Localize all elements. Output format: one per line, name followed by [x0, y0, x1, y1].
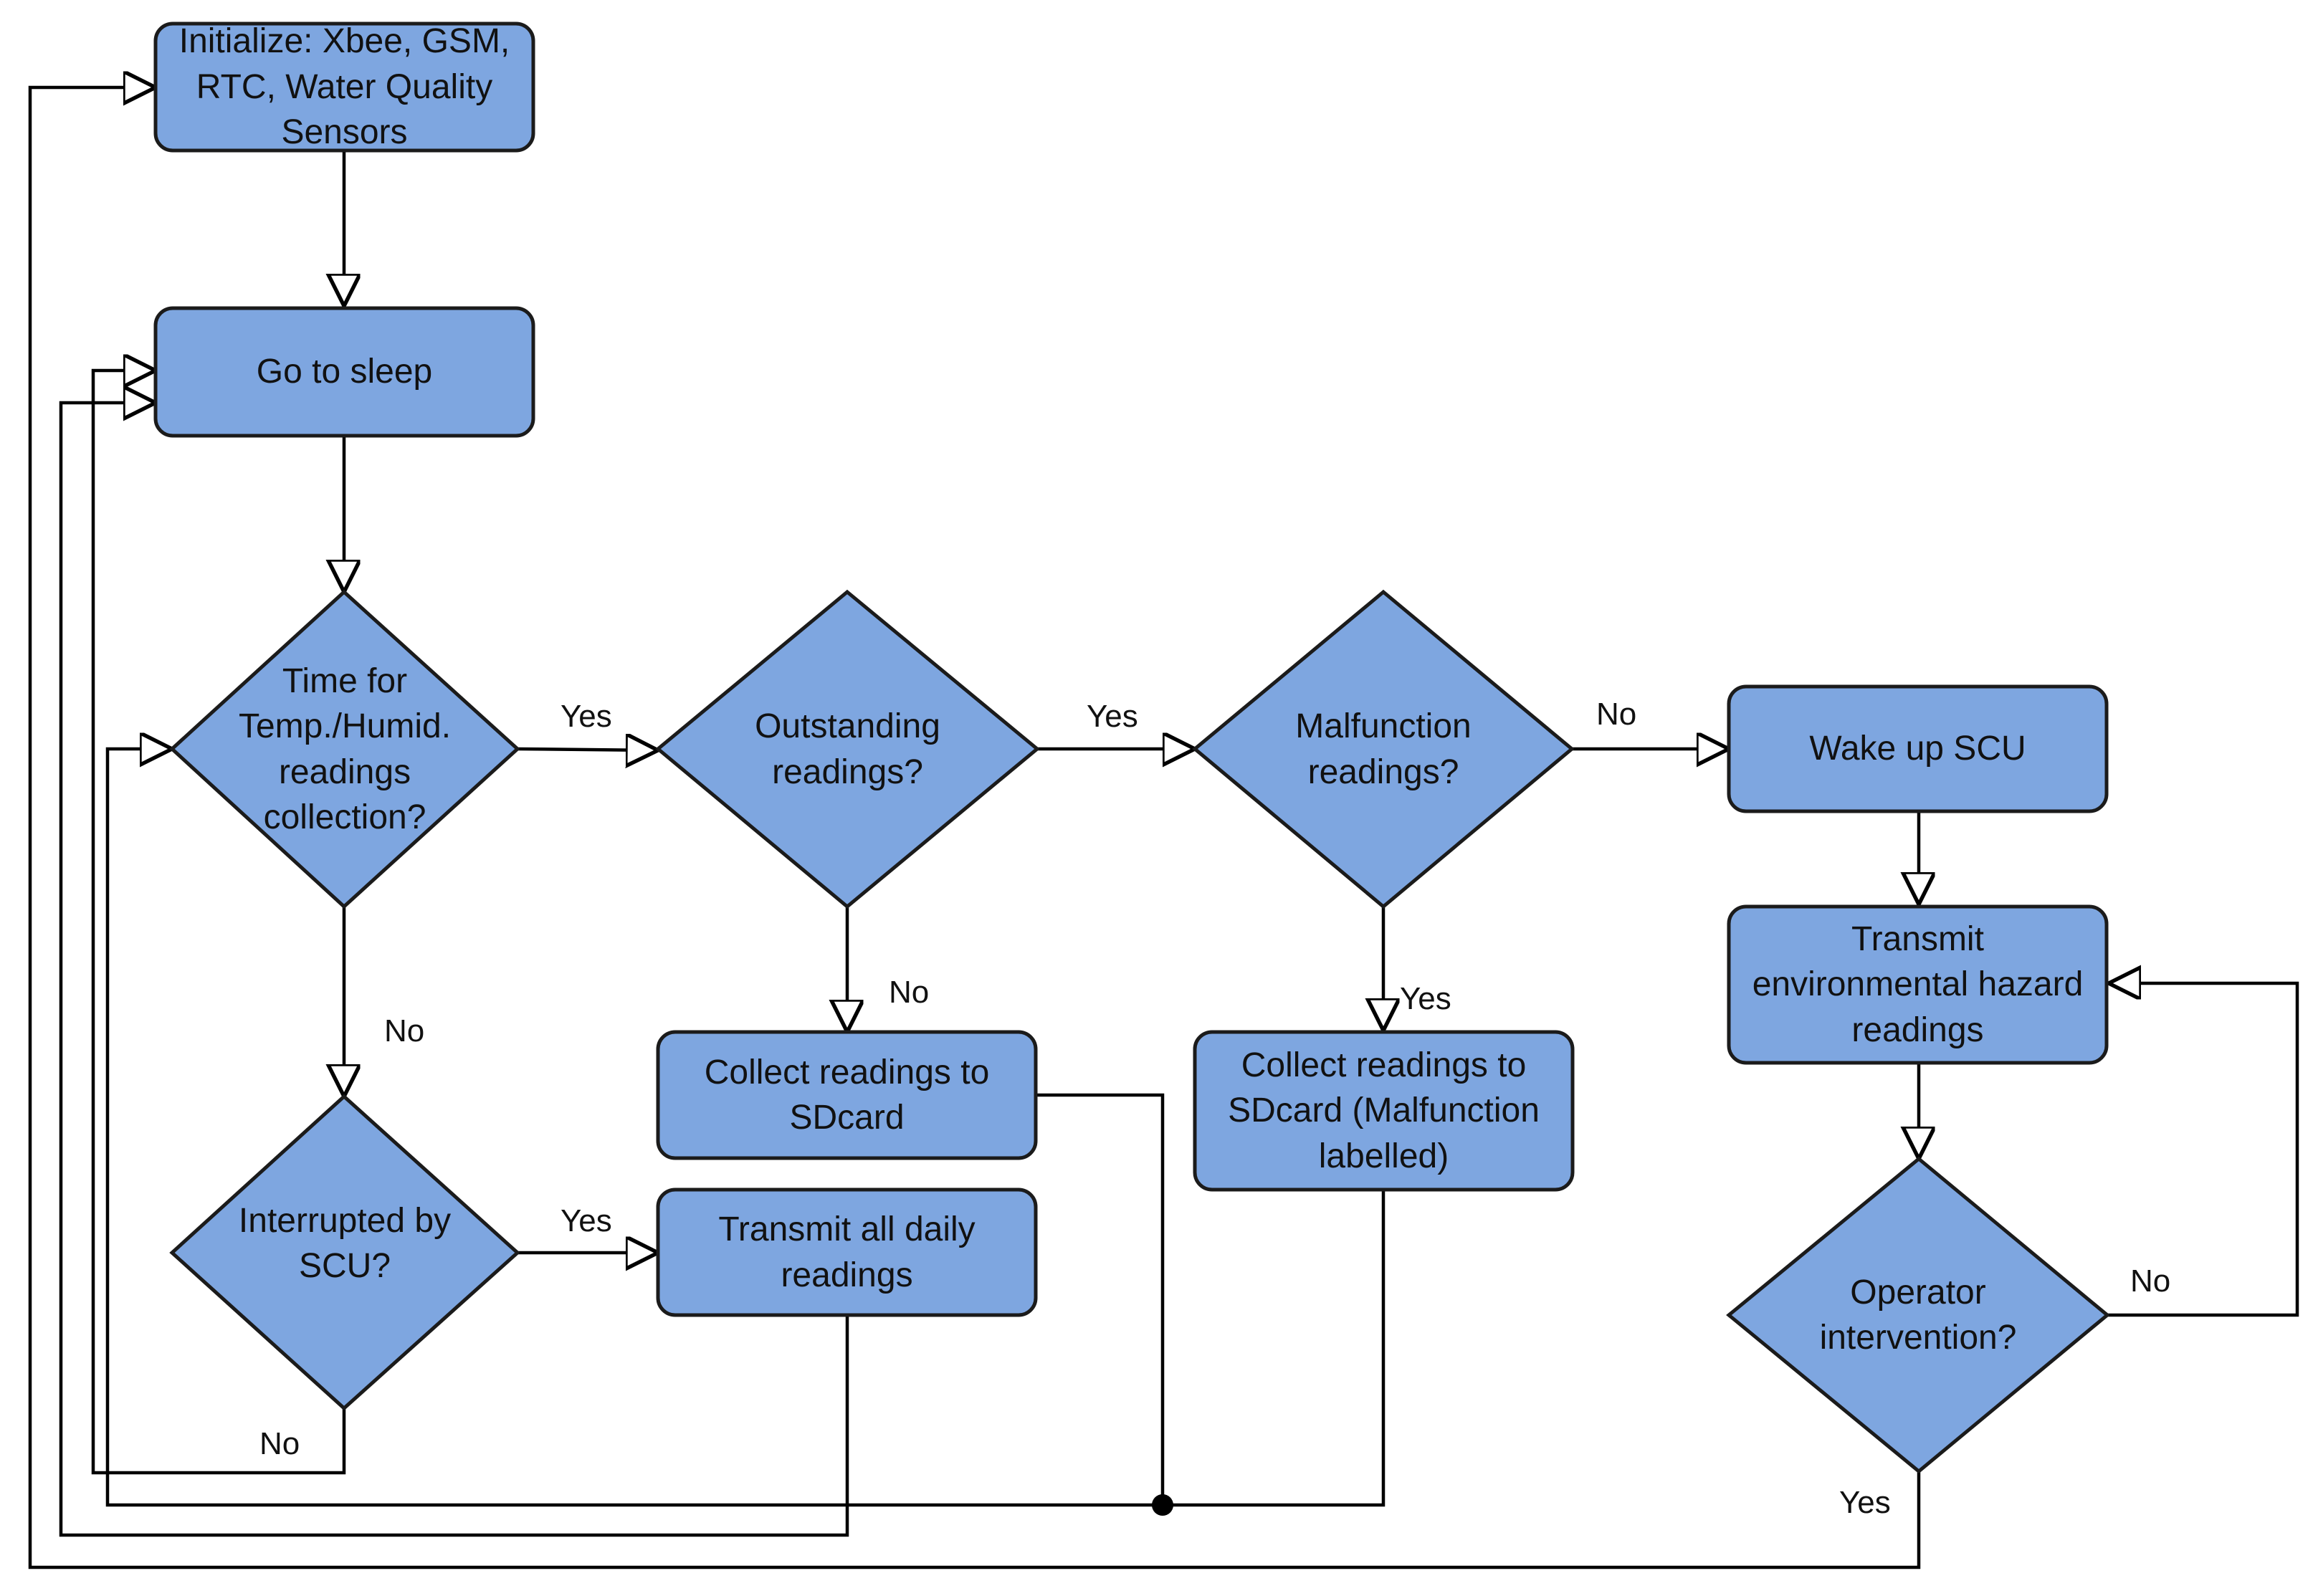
node-collect-sd-shape — [656, 1030, 1038, 1160]
node-wake-scu-text: Wake up SCU — [1809, 730, 2026, 768]
label-operator-no: No — [2130, 1263, 2171, 1299]
label-time-yes: Yes — [561, 699, 612, 734]
node-sleep-text: Go to sleep — [256, 353, 433, 391]
junction-dot — [1152, 1494, 1173, 1516]
node-transmit-hazard-shape — [1727, 904, 2109, 1065]
edge-collect-malf-to-time-check — [105, 749, 1386, 1507]
node-operator-shape — [1726, 1156, 2110, 1474]
node-interrupted-shape — [169, 1094, 520, 1411]
label-interrupted-yes: Yes — [561, 1203, 612, 1238]
edge-time-yes-to-outstanding — [517, 749, 658, 750]
node-operator-text: Operator intervention? — [1819, 1273, 2017, 1357]
node-malfunction-shape — [1192, 589, 1575, 909]
label-malfunction-no: No — [1596, 697, 1637, 732]
edge-operator-no-to-transmit-hazard — [2107, 983, 2299, 1317]
node-malfunction-text: Malfunction readings? — [1295, 707, 1472, 791]
edge-collect-to-junction — [1037, 1093, 1165, 1505]
node-sleep-shape — [153, 306, 535, 438]
edge-transmit-daily-to-sleep — [59, 403, 849, 1537]
node-collect-sd-malf-shape — [1193, 1030, 1575, 1192]
node-interrupted-text: Interrupted by SCU? — [238, 1201, 452, 1285]
node-collect-sd-text: Collect readings to SDcard — [704, 1053, 990, 1137]
node-wake-scu-shape — [1727, 684, 2109, 813]
node-collect-sd-malf-text: Collect readings to SDcard (Malfunction … — [1228, 1046, 1540, 1175]
label-outstanding-yes: Yes — [1087, 699, 1138, 734]
node-outstanding-text: Outstanding readings? — [755, 707, 940, 791]
node-time-check-text: Time for Temp./Humid. readings collectio… — [238, 661, 452, 836]
node-transmit-hazard-text: Transmit environmental hazard readings — [1752, 919, 2084, 1049]
edge-interrupted-no-to-sleep — [91, 371, 346, 1475]
node-initialize-shape — [153, 21, 535, 153]
node-transmit-daily-text: Transmit all daily readings — [718, 1210, 976, 1294]
node-transmit-daily-shape — [656, 1188, 1038, 1317]
label-operator-yes: Yes — [1839, 1485, 1891, 1520]
node-outstanding-shape — [655, 589, 1040, 909]
edge-operator-yes-to-initialize — [28, 87, 1921, 1569]
label-malfunction-yes: Yes — [1400, 981, 1451, 1016]
node-initialize-text: Initialize: Xbee, GSM, RTC, Water Qualit… — [178, 22, 510, 152]
node-time-check-shape — [169, 589, 520, 909]
label-interrupted-no: No — [259, 1426, 300, 1461]
label-time-no: No — [384, 1013, 425, 1048]
label-outstanding-no: No — [889, 975, 930, 1010]
